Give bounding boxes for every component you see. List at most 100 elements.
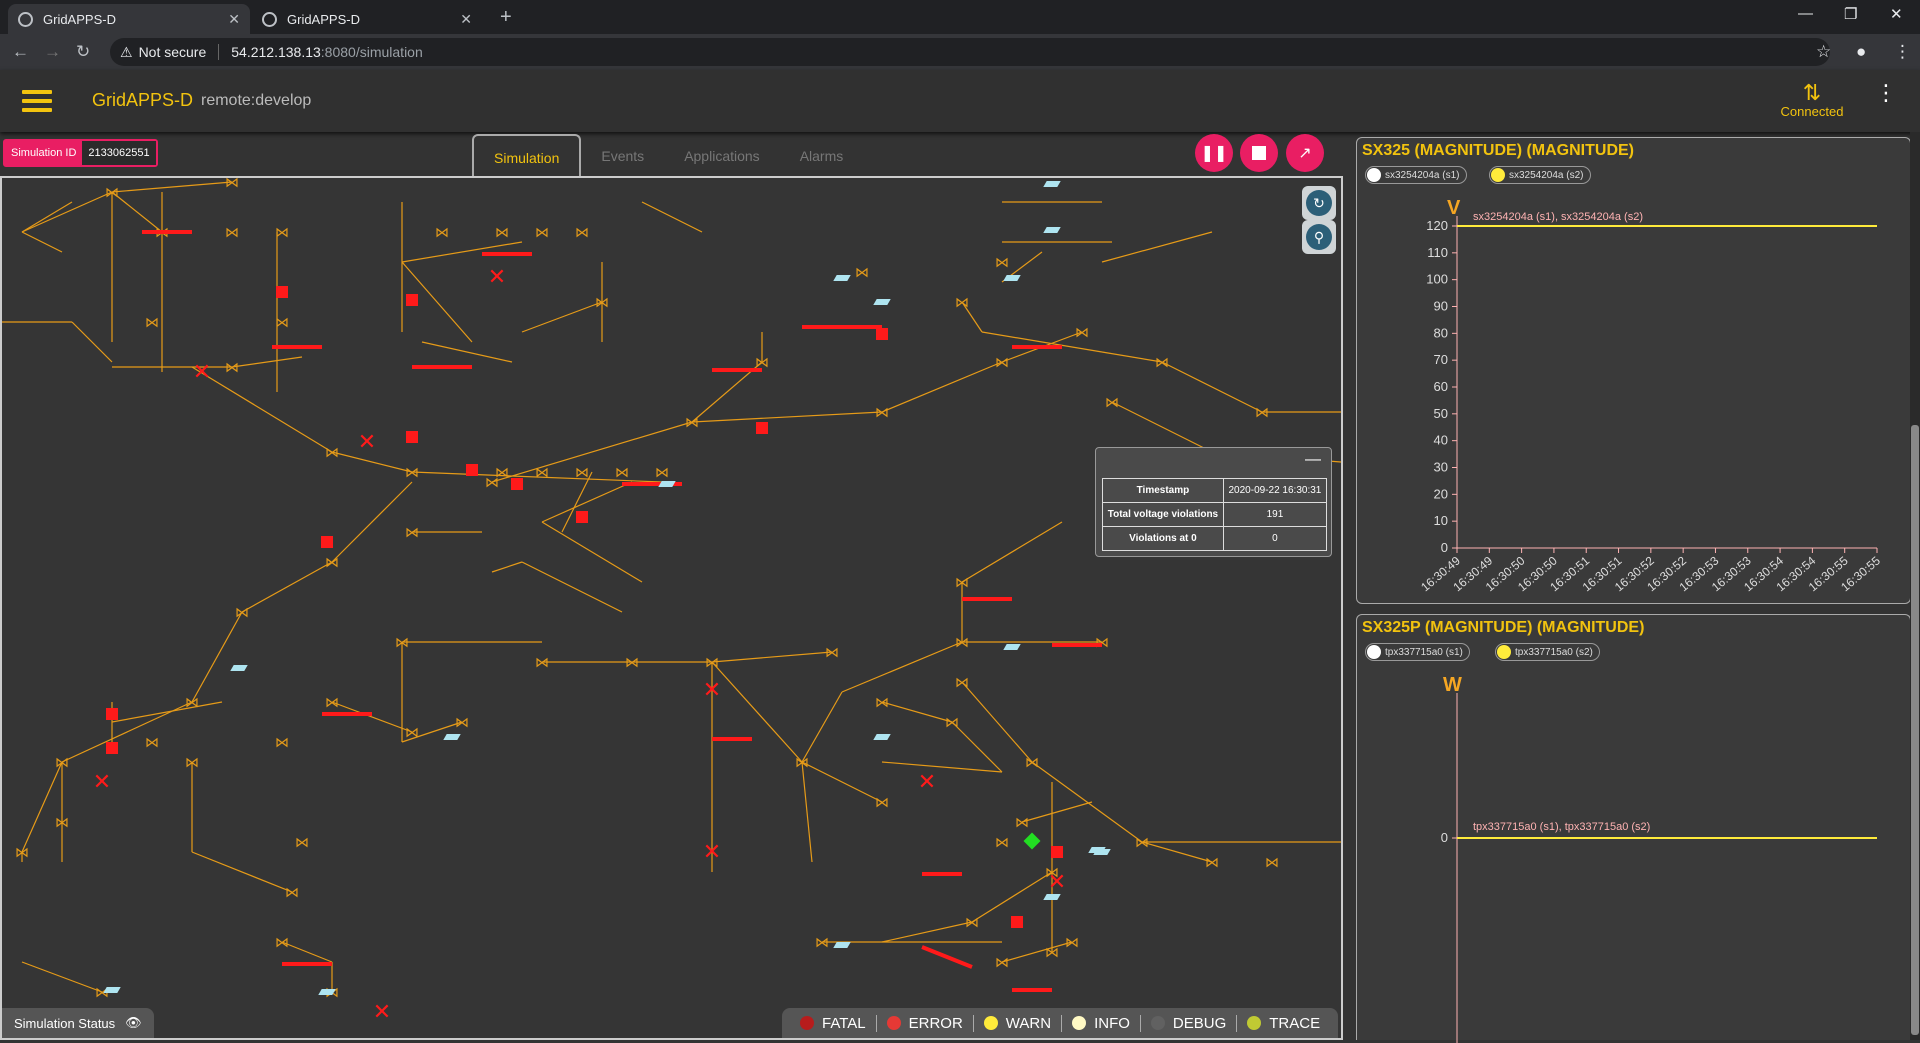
reload-icon[interactable]: ↻ [76, 42, 91, 61]
legend-chip[interactable]: tpx337715a0 (s2) [1495, 643, 1600, 661]
fault-marker: ✕ [358, 430, 376, 455]
table-cell: Total voltage violations [1102, 502, 1224, 527]
globe-icon [262, 11, 277, 27]
switch-node: ⋈ [225, 360, 239, 376]
switch-node: ⋈ [595, 295, 609, 311]
switch-node: ⋈ [495, 225, 509, 241]
y-axis-label: W [1443, 674, 1462, 696]
tab-alarms[interactable]: Alarms [799, 148, 844, 164]
close-tab-icon[interactable]: ✕ [228, 10, 240, 27]
reset-map-button[interactable]: ↻ [1302, 186, 1336, 220]
switch-node: ⋈ [995, 355, 1009, 371]
capacitor-node [833, 942, 851, 948]
minimize-panel-icon[interactable]: — [1305, 451, 1321, 468]
search-map-button[interactable]: ⚲ [1302, 220, 1336, 254]
connection-arrows-icon: ⇅ [1802, 80, 1822, 105]
switch-node: ⋈ [235, 605, 249, 621]
fault-marker: ✕ [1048, 870, 1066, 895]
tab-simulation[interactable]: Simulation [472, 134, 582, 176]
feeder-line [521, 301, 603, 333]
feeder-line [711, 661, 803, 763]
y-tick-label: 60 [1434, 379, 1448, 394]
feeder-line [191, 851, 293, 893]
back-icon[interactable]: ← [12, 42, 29, 61]
topology-svg[interactable]: ⋈⋈⋈⋈⋈⋈⋈⋈⋈⋈⋈⋈⋈⋈⋈⋈⋈⋈⋈⋈⋈⋈⋈⋈⋈⋈⋈⋈⋈⋈⋈⋈⋈⋈⋈⋈⋈⋈⋈⋈… [2, 178, 1341, 1038]
switch-node: ⋈ [295, 835, 309, 851]
feeder-line [1161, 361, 1263, 413]
feeder-line [961, 681, 1033, 763]
table-cell: Timestamp [1102, 478, 1224, 503]
series-label: sx3254204a (s1), sx3254204a (s2) [1473, 211, 1643, 223]
log-level-debug[interactable]: DEBUG [1139, 1014, 1236, 1032]
log-level-info[interactable]: INFO [1061, 1014, 1140, 1032]
profile-icon[interactable]: ● [1856, 42, 1867, 61]
feeder-line [191, 611, 243, 703]
switch-node: ⋈ [1045, 865, 1059, 881]
pause-button[interactable]: ❚❚ [1195, 134, 1233, 172]
feeder-line [951, 721, 1003, 773]
feeder-line [1101, 231, 1213, 263]
star-icon[interactable]: ☆ [1816, 42, 1832, 61]
refresh-icon: ↻ [1306, 190, 1332, 216]
switch-node: ⋈ [625, 655, 639, 671]
legend-chip[interactable]: tpx337715a0 (s1) [1365, 643, 1470, 661]
hamburger-menu-icon[interactable] [22, 90, 52, 117]
switch-node: ⋈ [655, 465, 669, 481]
new-tab-icon[interactable]: + [500, 6, 512, 28]
capacitor-node [1003, 644, 1021, 650]
topology-map[interactable]: ⋈⋈⋈⋈⋈⋈⋈⋈⋈⋈⋈⋈⋈⋈⋈⋈⋈⋈⋈⋈⋈⋈⋈⋈⋈⋈⋈⋈⋈⋈⋈⋈⋈⋈⋈⋈⋈⋈⋈⋈… [0, 176, 1343, 1040]
y-tick-label: 50 [1434, 406, 1448, 421]
feeder-line [21, 231, 63, 253]
capacitor-node [873, 299, 891, 305]
stop-button[interactable] [1240, 134, 1278, 172]
simulation-id-label: Simulation ID [5, 141, 83, 165]
feeder-line [1031, 761, 1143, 843]
log-level-legend: FATAL ERROR WARN INFO DEBUG TRACE [782, 1008, 1339, 1038]
scrollbar-thumb[interactable] [1911, 425, 1919, 1035]
feeder-line [331, 451, 413, 473]
switch-node: ⋈ [575, 465, 589, 481]
simulation-status-toggle[interactable]: Simulation Status 👁 [2, 1008, 154, 1038]
switch-node: ⋈ [795, 755, 809, 771]
log-level-error[interactable]: ERROR [875, 1014, 973, 1032]
feeder-line [331, 701, 413, 733]
stop-icon [1252, 146, 1266, 160]
switch-node: ⋈ [1045, 945, 1059, 961]
connection-label: Connected [1780, 104, 1844, 119]
close-window-icon[interactable]: ✕ [1890, 6, 1903, 23]
fault-marker: ✕ [373, 1000, 391, 1025]
log-level-warn[interactable]: WARN [972, 1014, 1061, 1032]
restore-icon[interactable]: ❐ [1844, 6, 1858, 23]
feeder-line [71, 321, 113, 363]
show-plots-button[interactable]: ↗ [1286, 134, 1324, 172]
log-level-fatal[interactable]: FATAL [790, 1015, 876, 1032]
plot-panel-voltage: SX325 (MAGNITUDE) (MAGNITUDE) sx3254204a… [1356, 137, 1911, 604]
connection-status[interactable]: ⇅ Connected [1775, 80, 1849, 120]
fault-marker: ✕ [93, 770, 111, 795]
more-vert-icon[interactable]: ⋮ [1875, 80, 1897, 105]
forward-icon[interactable]: → [44, 42, 61, 61]
table-cell: Violations at 0 [1102, 526, 1224, 551]
feeder-line [21, 761, 63, 853]
app-title: GridAPPS-D [92, 90, 194, 110]
url-field[interactable]: ⚠ Not secure 54.212.138.13 :8080/simulat… [110, 38, 1830, 66]
feeder-line [541, 481, 633, 523]
switch-node: ⋈ [405, 725, 419, 741]
table-cell: 0 [1222, 526, 1328, 551]
browser-menu-icon[interactable]: ⋮ [1894, 42, 1911, 61]
legend-chip[interactable]: sx3254204a (s2) [1489, 166, 1591, 184]
y-tick-label: 70 [1434, 352, 1448, 367]
browser-tab[interactable]: GridAPPS-D ✕ [8, 4, 250, 34]
legend-chip[interactable]: sx3254204a (s1) [1365, 166, 1467, 184]
log-level-trace[interactable]: TRACE [1236, 1014, 1330, 1032]
switch-node: ⋈ [395, 635, 409, 651]
feeder-line [1111, 401, 1213, 453]
switch-node: ⋈ [1105, 395, 1119, 411]
table-cell: 191 [1222, 502, 1328, 527]
tab-events[interactable]: Events [601, 148, 645, 164]
fault-marker: ✕ [488, 265, 506, 290]
close-tab-icon[interactable]: ✕ [460, 10, 472, 27]
tab-applications[interactable]: Applications [684, 148, 760, 164]
minimize-icon[interactable]: — [1798, 5, 1813, 22]
browser-tab[interactable]: GridAPPS-D ✕ [252, 4, 482, 34]
